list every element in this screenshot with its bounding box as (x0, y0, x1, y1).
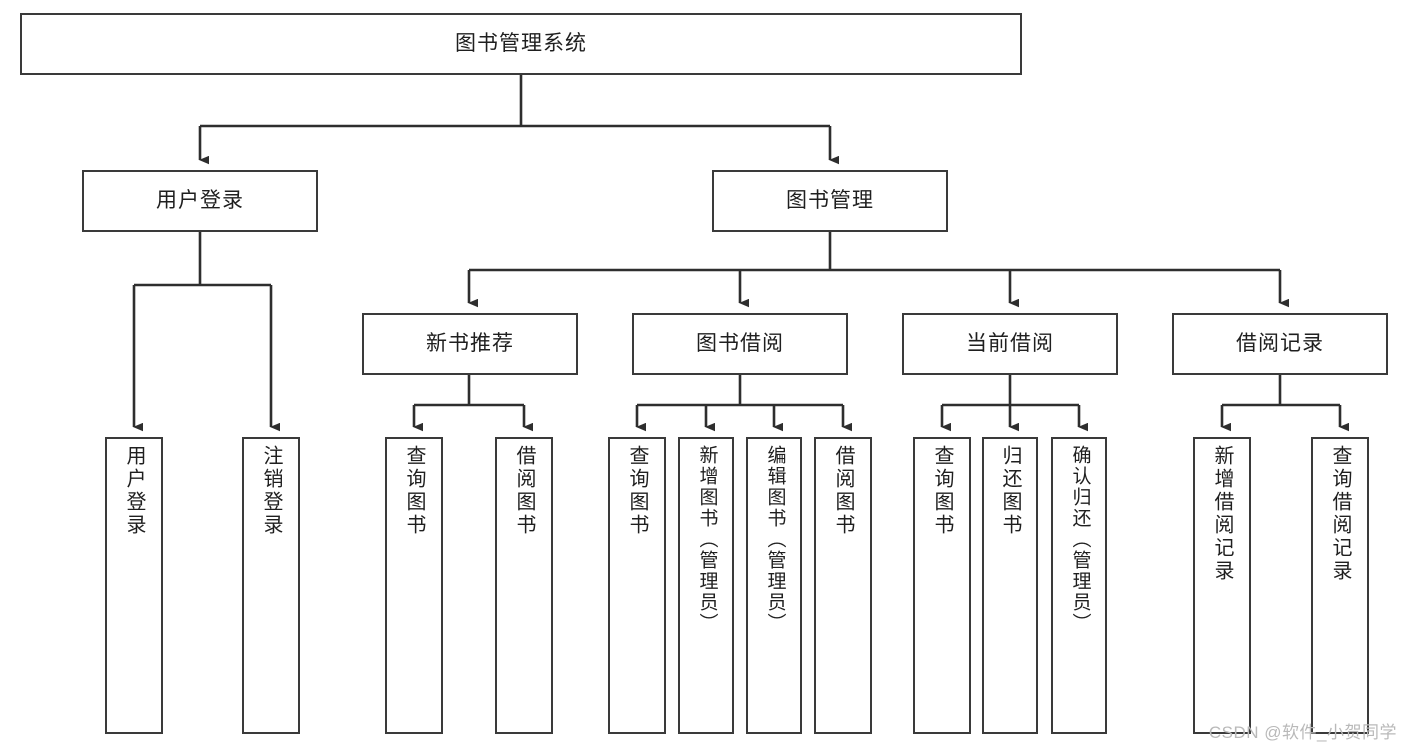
node-label: 借阅图书 (832, 445, 854, 537)
node-leaf-return-book[interactable]: 归还图书 (982, 437, 1038, 734)
node-label: 新增借阅记录 (1211, 445, 1233, 583)
node-label: 图书管理系统 (455, 31, 587, 55)
node-leaf-query-book-3[interactable]: 查询图书 (913, 437, 971, 734)
node-borrow-record[interactable]: 借阅记录 (1172, 313, 1388, 375)
node-leaf-user-login[interactable]: 用户登录 (105, 437, 163, 734)
node-leaf-confirm-return[interactable]: 确认归还（管理员） (1051, 437, 1107, 734)
node-leaf-logout-login[interactable]: 注销登录 (242, 437, 300, 734)
node-label: 确认归还（管理员） (1069, 445, 1091, 634)
node-label: 图书管理 (786, 188, 874, 212)
node-leaf-query-book-1[interactable]: 查询图书 (385, 437, 443, 734)
node-label: 新书推荐 (426, 331, 514, 355)
node-label: 归还图书 (999, 445, 1021, 537)
node-current-borrow[interactable]: 当前借阅 (902, 313, 1118, 375)
node-leaf-edit-book[interactable]: 编辑图书（管理员） (746, 437, 802, 734)
node-book-borrow[interactable]: 图书借阅 (632, 313, 848, 375)
node-leaf-borrow-book-2[interactable]: 借阅图书 (814, 437, 872, 734)
node-label: 查询图书 (626, 445, 648, 537)
node-leaf-query-record[interactable]: 查询借阅记录 (1311, 437, 1369, 734)
node-label: 查询图书 (403, 445, 425, 537)
node-label: 编辑图书（管理员） (764, 445, 786, 634)
node-label: 图书借阅 (696, 331, 784, 355)
node-label: 用户登录 (123, 445, 145, 537)
node-leaf-borrow-book-1[interactable]: 借阅图书 (495, 437, 553, 734)
node-label: 借阅记录 (1236, 331, 1324, 355)
node-user-login[interactable]: 用户登录 (82, 170, 318, 232)
node-root-system[interactable]: 图书管理系统 (20, 13, 1022, 75)
node-label: 查询借阅记录 (1329, 445, 1351, 583)
node-label: 新增图书（管理员） (696, 445, 718, 634)
node-leaf-query-book-2[interactable]: 查询图书 (608, 437, 666, 734)
node-new-book-recommend[interactable]: 新书推荐 (362, 313, 578, 375)
node-label: 借阅图书 (513, 445, 535, 537)
node-leaf-add-record[interactable]: 新增借阅记录 (1193, 437, 1251, 734)
node-label: 查询图书 (931, 445, 953, 537)
csdn-watermark: CSDN @软件_小贺同学 (1208, 723, 1397, 742)
node-book-management[interactable]: 图书管理 (712, 170, 948, 232)
node-label: 用户登录 (156, 188, 244, 212)
node-label: 注销登录 (260, 445, 282, 537)
node-label: 当前借阅 (966, 331, 1054, 355)
node-leaf-add-book[interactable]: 新增图书（管理员） (678, 437, 734, 734)
